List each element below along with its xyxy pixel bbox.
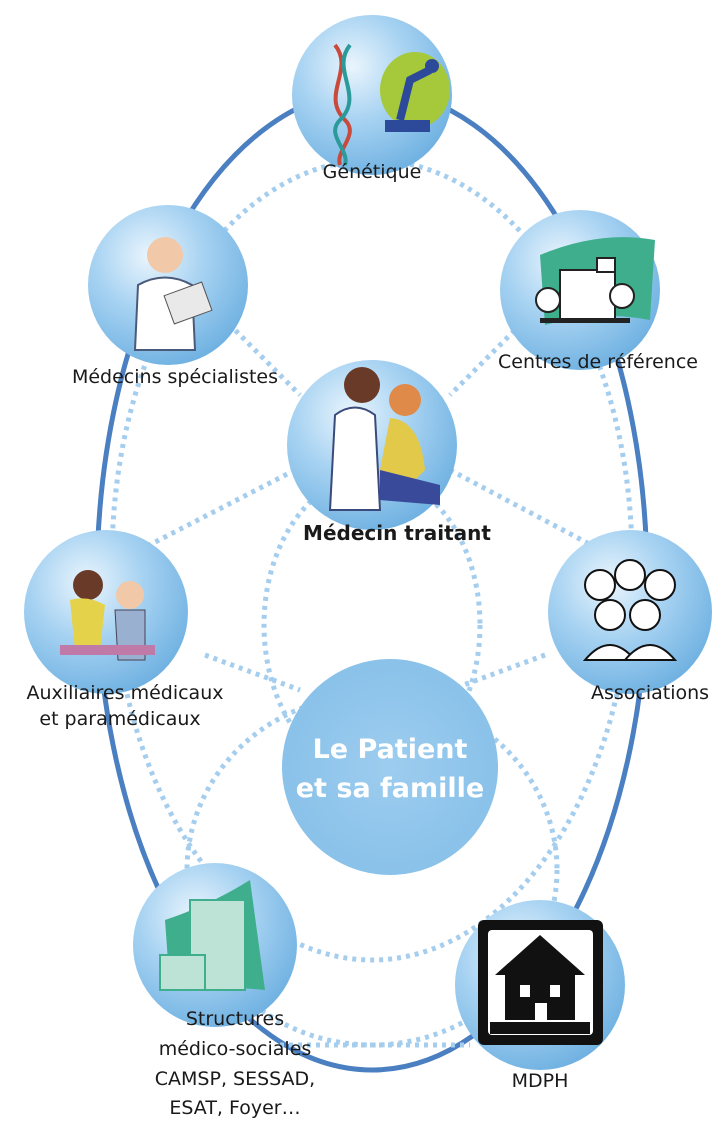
auxiliaires-label-1: Auxiliaires médicaux <box>27 682 224 704</box>
node-traitant: Médecin traitant <box>287 360 491 545</box>
centres-label: Centres de référence <box>498 351 698 373</box>
node-specialistes: Médecins spécialistes <box>72 205 278 388</box>
structures-label-4: ESAT, Foyer… <box>169 1097 300 1119</box>
structures-label-3: CAMSP, SESSAD, <box>155 1068 315 1090</box>
spoke-traitant-associations <box>448 467 612 558</box>
center-dotted-loop <box>261 472 483 778</box>
node-auxiliaires: Auxiliaires médicaux et paramédicaux <box>24 530 223 730</box>
house-icon <box>478 920 603 1045</box>
node-associations: Associations <box>548 530 712 704</box>
node-structures: Structures médico-sociales CAMSP, SESSAD… <box>133 863 315 1119</box>
structures-label-1: Structures <box>186 1008 284 1030</box>
auxiliaires-label-2: et paramédicaux <box>39 708 200 730</box>
node-genetique: Génétique <box>292 15 452 183</box>
building-icon <box>159 880 265 991</box>
patient-disc <box>282 659 498 875</box>
spoke-auxiliaires-patient <box>204 652 301 693</box>
genetique-label: Génétique <box>323 161 422 183</box>
hospital-building-icon <box>535 237 655 325</box>
node-centres: Centres de référence <box>498 210 698 373</box>
doctor-clipboard-icon <box>133 237 213 351</box>
therapist-patient-icon <box>60 570 155 661</box>
dna-microscope-icon <box>333 43 450 166</box>
mdph-label: MDPH <box>512 1070 569 1092</box>
auxiliaires-bubble <box>24 530 188 694</box>
people-group-icon <box>582 559 678 661</box>
node-mdph: MDPH <box>455 900 625 1092</box>
structures-label-2: médico-sociales <box>159 1038 312 1060</box>
patient-label-2: et sa famille <box>296 773 485 804</box>
traitant-label: Médecin traitant <box>303 521 491 545</box>
doctor-patient-icon <box>328 367 440 511</box>
patient-label-1: Le Patient <box>313 734 468 765</box>
specialistes-label: Médecins spécialistes <box>72 366 278 388</box>
associations-label: Associations <box>591 682 709 704</box>
spoke-traitant-auxiliaires <box>128 467 297 558</box>
spoke-associations-patient <box>449 652 546 693</box>
node-patient: Le Patient et sa famille <box>282 659 498 875</box>
